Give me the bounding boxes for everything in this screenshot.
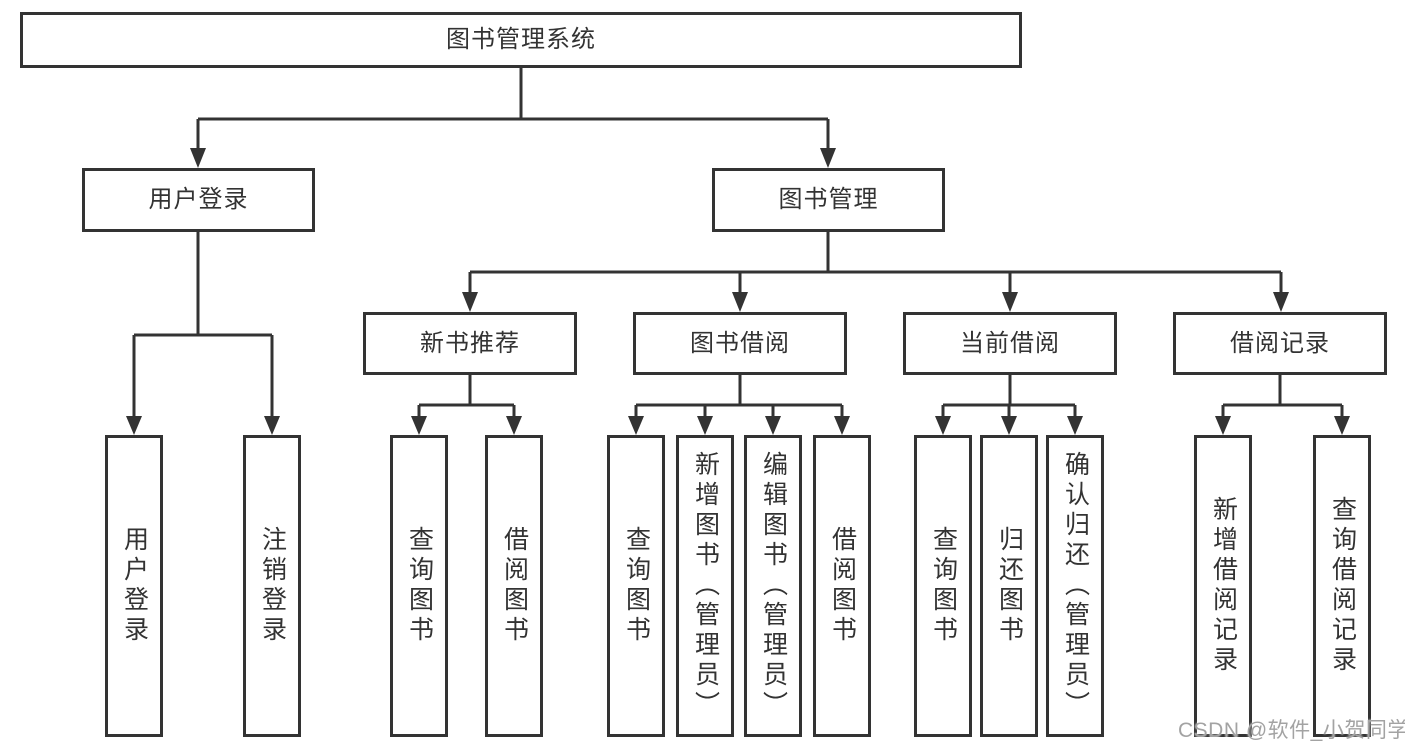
connector-borrow-records-to-leaves xyxy=(1221,375,1344,418)
leaf-query-books-borrowing: 查询图书 xyxy=(607,435,665,737)
leaf-query-books-current: 查询图书 xyxy=(914,435,972,737)
leaf-query-borrow-record: 查询借阅记录 xyxy=(1313,435,1371,737)
leaf-confirm-return-admin: 确认归还（管理员） xyxy=(1046,435,1104,737)
node-new-book-recommendation: 新书推荐 xyxy=(363,312,577,375)
leaf-borrow-books-recommendation: 借阅图书 xyxy=(485,435,543,737)
leaf-user-login: 用户登录 xyxy=(105,435,163,737)
leaf-logout: 注销登录 xyxy=(243,435,301,737)
node-user-login: 用户登录 xyxy=(82,168,315,232)
connector-current-borrowing-to-leaves xyxy=(941,375,1077,418)
leaf-return-books: 归还图书 xyxy=(980,435,1038,737)
connector-new-book-recommendation-to-leaves xyxy=(417,375,516,418)
leaf-edit-books-admin: 编辑图书（管理员） xyxy=(744,435,802,737)
node-current-borrowing: 当前借阅 xyxy=(903,312,1117,375)
connector-book-management-to-level2 xyxy=(468,232,1283,294)
connector-book-borrowing-to-leaves xyxy=(634,375,844,418)
connector-root-to-level1 xyxy=(196,67,830,150)
node-borrow-records: 借阅记录 xyxy=(1173,312,1387,375)
leaf-query-books-recommendation: 查询图书 xyxy=(390,435,448,737)
leaf-borrow-books: 借阅图书 xyxy=(813,435,871,737)
node-book-borrowing: 图书借阅 xyxy=(633,312,847,375)
node-library-management-system: 图书管理系统 xyxy=(20,12,1022,68)
connector-user-login-to-leaves xyxy=(132,232,274,418)
leaf-add-books-admin: 新增图书（管理员） xyxy=(676,435,734,737)
node-book-management: 图书管理 xyxy=(712,168,945,232)
csdn-watermark: CSDN @软件_小贺同学 xyxy=(1178,719,1405,742)
connector-lines xyxy=(132,67,1344,418)
leaf-add-borrow-record: 新增借阅记录 xyxy=(1194,435,1252,737)
